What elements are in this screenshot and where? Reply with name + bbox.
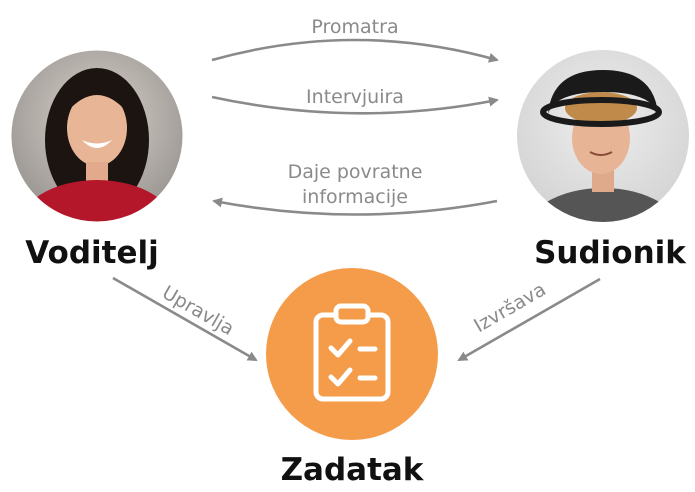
sudionik-avatar	[517, 50, 689, 222]
label-promatra: Promatra	[311, 16, 398, 38]
label-daje-povratne-line1: Daje povratne	[288, 161, 423, 183]
label-intervjuira: Intervjuira	[306, 86, 404, 108]
arrow-daje-povratne-informacije	[212, 197, 498, 216]
arrow-upravlja	[112, 276, 258, 362]
arrow-izvrsava	[457, 277, 601, 362]
node-label-voditelj: Voditelj	[25, 235, 159, 271]
arrow-intervjuira	[211, 95, 499, 115]
clipboard-checklist-icon	[313, 303, 391, 402]
arrow-promatra	[211, 38, 499, 63]
node-label-sudionik: Sudionik	[534, 235, 687, 271]
label-daje-povratne-line2: informacije	[302, 186, 408, 208]
node-label-zadatak: Zadatak	[281, 452, 425, 488]
voditelj-avatar	[11, 50, 183, 222]
zadatak-circle	[266, 268, 438, 440]
label-izvrsava: Izvršava	[470, 279, 549, 338]
